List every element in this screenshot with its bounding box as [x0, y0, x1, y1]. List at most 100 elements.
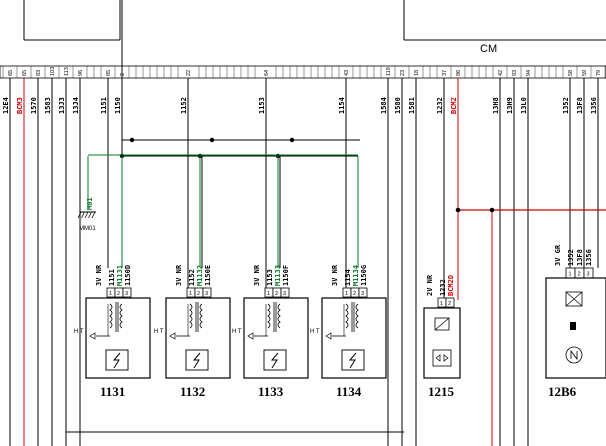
wire-label: 13H9: [506, 97, 514, 114]
shield-wire-label: M01: [86, 197, 94, 210]
wire-label: 1352: [562, 97, 570, 114]
connector-pin-number: 113: [64, 67, 70, 76]
wire-label: 1580: [394, 97, 402, 114]
wires: [9, 0, 606, 446]
wire-label: 1151: [100, 97, 108, 114]
pin-number: 2: [448, 301, 451, 307]
component-id: 12B6: [548, 384, 577, 399]
ht-label: H T: [232, 329, 242, 335]
pin-number: 2: [117, 291, 120, 297]
coil-wire-label: 3V NR: [175, 264, 183, 286]
wire-label: 13J3: [58, 97, 66, 114]
pin-number: 2: [275, 291, 278, 297]
connector-pin-number: 43: [344, 70, 350, 76]
pin-number: 3: [283, 291, 286, 297]
connector-pin-number: 64: [264, 70, 270, 76]
coil-wire-label: 1151: [108, 269, 116, 286]
top-frame: [23, 0, 606, 41]
pin-number: 3: [205, 291, 208, 297]
coil-wire-label: 3V NR: [95, 264, 103, 286]
wire-label: 1570: [30, 97, 38, 114]
pin-number: 1: [440, 301, 443, 307]
coil-wire-label: M1134: [352, 265, 360, 286]
pin-number: 2: [578, 272, 581, 278]
pin-number: 3: [125, 291, 128, 297]
wire-label: 1583: [44, 97, 52, 114]
sensor-wire-label: 1356: [585, 249, 593, 266]
wire-label: 1154: [338, 97, 346, 114]
coil-wire-label: 1150F: [282, 265, 290, 286]
coil-wire-label: M1133: [274, 265, 282, 286]
coil-wire-label: 1150E: [204, 265, 212, 286]
connector-pin-number: 103: [50, 67, 56, 76]
connector-pin-number: 79: [596, 70, 602, 76]
pin-number: 3: [587, 272, 590, 278]
connector-pin-number: 58: [568, 70, 574, 76]
wire-label: 12E4: [2, 97, 10, 114]
connector-pin-number: 86: [456, 70, 462, 76]
ht-label: H T: [310, 329, 320, 335]
pin-number: 2: [197, 291, 200, 297]
component-id: 1131: [100, 384, 125, 399]
connector-pin-number: 22: [186, 70, 192, 76]
pin-number: 1: [345, 291, 348, 297]
coil-wire-label: 1150D: [124, 265, 132, 286]
coil-wire-label: 3V NR: [253, 264, 261, 286]
pin-number: 2: [353, 291, 356, 297]
sensor-connector-label: 3V GR: [554, 244, 562, 266]
component-id: 1134: [336, 384, 362, 399]
valve-wire-label: 1232: [439, 279, 447, 296]
ground-icon: [77, 211, 96, 219]
pin-number: 1: [569, 272, 572, 278]
connector-pin-number: 85: [106, 70, 112, 76]
connector-pin-number: 23: [400, 70, 406, 76]
component-id: 1132: [180, 384, 205, 399]
ht-label: H T: [154, 329, 164, 335]
connector-pin-number: 94: [526, 70, 532, 76]
coil-wire-label: 1150G: [360, 265, 368, 286]
wire-label: 1152: [180, 97, 188, 114]
connector-pin-number: 37: [442, 70, 448, 76]
connector-pin-number: 2: [120, 73, 126, 76]
connector-pin-number: 65: [22, 70, 28, 76]
sensor-wire-label: 13F8: [576, 249, 584, 266]
connector-pin-number: 93: [512, 70, 518, 76]
component-id: 1133: [258, 384, 284, 399]
connector-pin-number: 119: [386, 67, 392, 76]
wire-label: 13H8: [492, 97, 500, 114]
wire-label: BCM2: [450, 97, 458, 114]
connector-pin-number: 96: [78, 70, 84, 76]
pin-number: 3: [361, 291, 364, 297]
valve-connector-label: 2V NR: [426, 274, 434, 296]
coil-wire-label: 1153: [266, 269, 274, 286]
pin-number: 1: [109, 291, 112, 297]
wire-labels: 12E4 BCM3 1570 1583 13J3 13J4 1151 1150 1152 1153…: [2, 97, 598, 210]
sensor-wire-label: 1352: [567, 249, 575, 266]
wire-label: 1150: [114, 97, 122, 114]
module-label: CM: [480, 43, 497, 55]
coil-wire-label: 1152: [188, 269, 196, 286]
coil-wire-label: M1132: [196, 265, 204, 286]
wire-label: 1584: [380, 97, 388, 114]
connector-pin-number: 42: [498, 70, 504, 76]
ht-label: H T: [74, 329, 84, 335]
wire-label: BCM3: [16, 97, 24, 114]
valve-wire-label: BCM2D: [447, 275, 455, 296]
coil-wire-label: M1131: [116, 265, 124, 286]
pin-number: 1: [189, 291, 192, 297]
coil-wire-label: 3V NR: [331, 264, 339, 286]
wire-label: 13F8: [576, 97, 584, 114]
ground-label: MM01: [79, 226, 96, 232]
wire-label: 13L0: [520, 97, 528, 114]
wire-label: 1232: [436, 97, 444, 114]
wire-label: 1153: [258, 97, 266, 114]
wire-label: 13J4: [72, 97, 80, 114]
wire-label: 1581: [408, 97, 416, 114]
component-id: 1215: [428, 384, 455, 399]
